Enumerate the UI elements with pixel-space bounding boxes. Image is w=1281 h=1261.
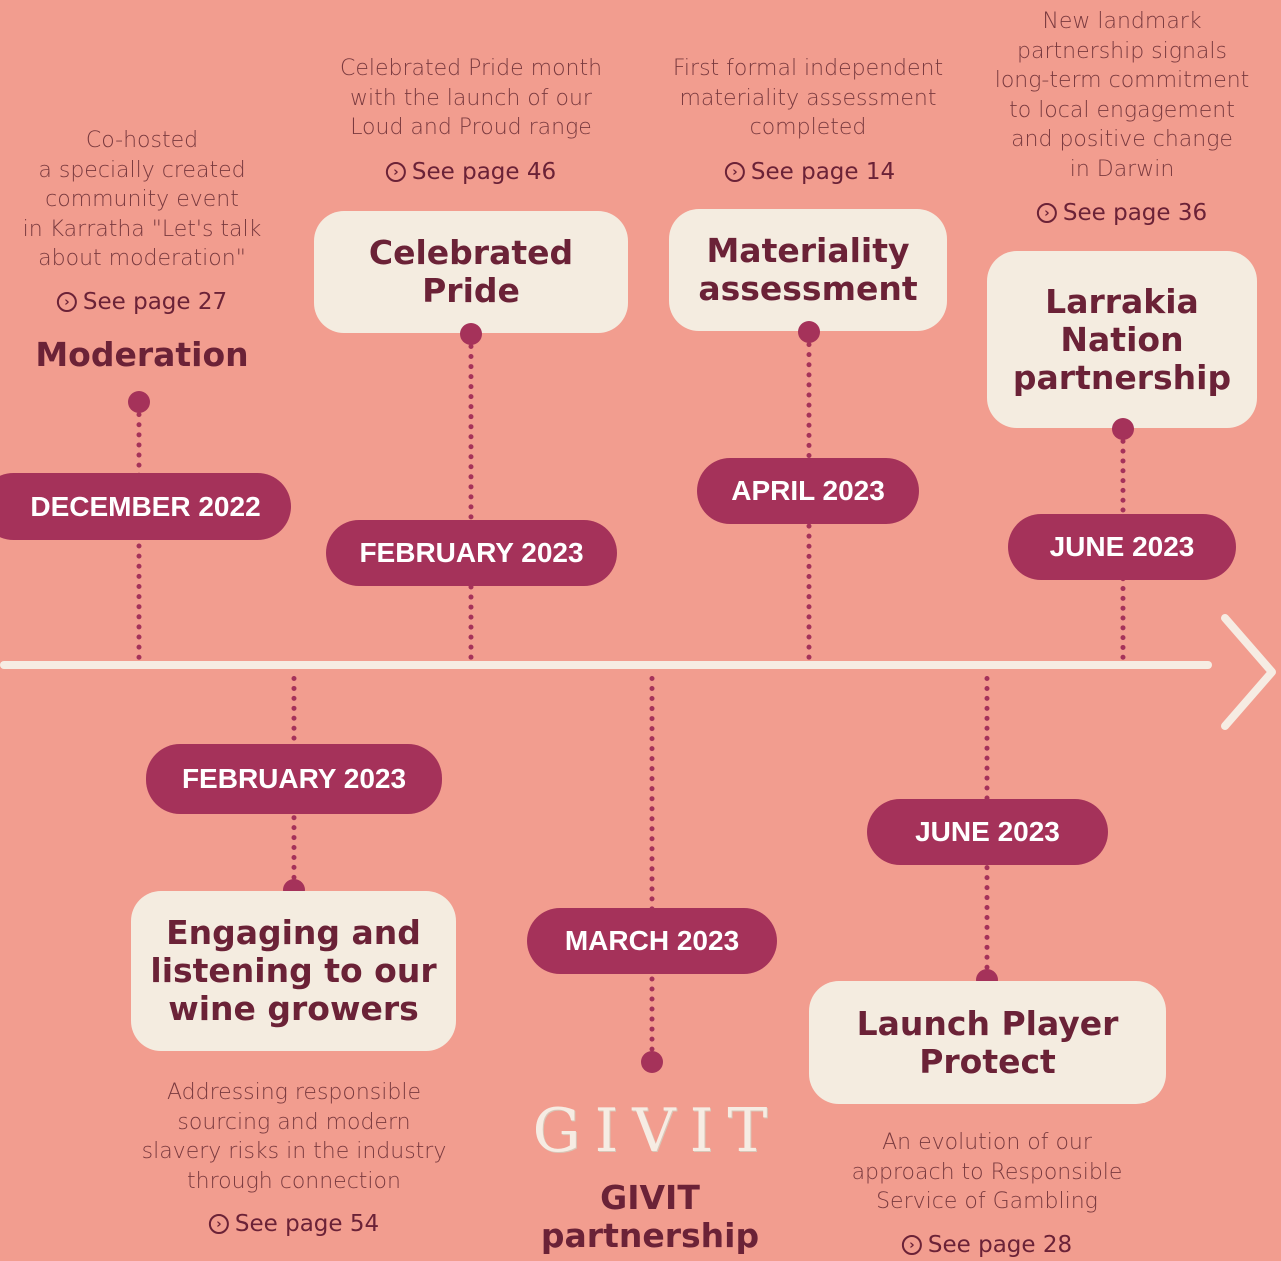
connector-line: [649, 676, 655, 1062]
wine-growers-description: Addressing responsible sourcing and mode…: [141, 1080, 447, 1194]
wine-growers-page-link[interactable]: › See page 54: [208, 1211, 379, 1237]
pride-description: Celebrated Pride month with the launch o…: [339, 56, 603, 140]
player-protect-page-link[interactable]: › See page 28: [901, 1232, 1072, 1258]
chevron-circle-right-icon: ›: [208, 1214, 229, 1234]
timeline-dot: [460, 323, 482, 345]
larrakia-nation-card: Larrakia Nation partnership: [987, 251, 1257, 428]
larrakia-page-link[interactable]: › See page 36: [1036, 200, 1207, 226]
date-pill-february-2023: FEBRUARY 2023: [326, 520, 617, 586]
date-pill-april-2023: APRIL 2023: [697, 458, 919, 524]
larrakia-description: New landmark partnership signals long-te…: [994, 9, 1250, 182]
date-pill-june-2023: JUNE 2023: [1008, 514, 1236, 580]
moderation-description: Co-hosted a specially created community …: [22, 128, 262, 271]
timeline-dot: [128, 391, 150, 413]
givit-logo: GIVIT: [532, 1096, 782, 1166]
date-pill-february-2023: FEBRUARY 2023: [146, 744, 442, 814]
chevron-right-icon: [1221, 614, 1276, 730]
chevron-circle-right-icon: ›: [724, 162, 745, 182]
timeline-dot: [1112, 418, 1134, 440]
player-protect-description: An evolution of our approach to Responsi…: [851, 1130, 1123, 1214]
wine-growers-card: Engaging and listening to our wine growe…: [131, 891, 456, 1051]
date-pill-june-2023: JUNE 2023: [867, 799, 1108, 865]
materiality-description: First formal independent materiality ass…: [672, 56, 944, 140]
timeline-axis: [0, 661, 1212, 669]
chevron-circle-right-icon: ›: [1036, 203, 1057, 223]
chevron-circle-right-icon: ›: [56, 292, 77, 312]
date-pill-march-2023: MARCH 2023: [527, 908, 777, 974]
chevron-circle-right-icon: ›: [385, 162, 406, 182]
timeline-dot: [798, 321, 820, 343]
materiality-page-link[interactable]: › See page 14: [724, 159, 895, 185]
date-pill-december-2022: DECEMBER 2022: [0, 473, 291, 540]
moderation-page-link[interactable]: › See page 27: [56, 289, 227, 315]
timeline-dot: [641, 1051, 663, 1073]
pride-page-link[interactable]: › See page 46: [385, 159, 556, 185]
connector-line: [468, 334, 474, 660]
moderation-title: Moderation: [35, 335, 249, 374]
givit-title: GIVIT partnership: [540, 1178, 760, 1255]
chevron-circle-right-icon: ›: [901, 1235, 922, 1255]
